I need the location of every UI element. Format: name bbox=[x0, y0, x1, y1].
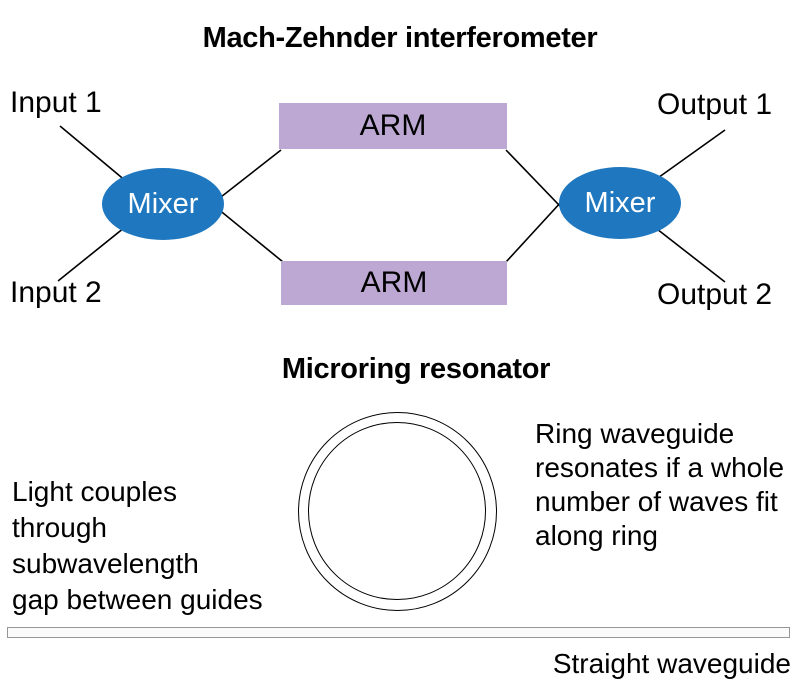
resonance-note-line: along ring bbox=[535, 520, 658, 551]
ring-waveguide-inner-circle bbox=[308, 422, 486, 600]
coupling-note-line: subwavelength bbox=[12, 548, 199, 579]
wire-mixer-left-to-arm-top bbox=[211, 149, 282, 205]
mixer-left-label: Mixer bbox=[127, 187, 199, 220]
mixer-right-label: Mixer bbox=[584, 186, 656, 219]
ring-waveguide-outer-circle bbox=[298, 412, 497, 611]
straight-waveguide-bar bbox=[7, 627, 790, 638]
coupling-note-line: gap between guides bbox=[12, 584, 263, 615]
coupling-note-line: Light couples bbox=[12, 476, 178, 507]
resonance-note-line: number of waves fit bbox=[535, 486, 778, 517]
wire-mixer-right-to-output2 bbox=[647, 221, 726, 283]
arm-top-box: ARM bbox=[279, 103, 507, 149]
wire-mixer-left-to-arm-bottom bbox=[211, 203, 284, 263]
arm-top-label: ARM bbox=[359, 109, 427, 142]
straight-waveguide-label: Straight waveguide bbox=[552, 648, 791, 679]
mixer-right-ellipse: Mixer bbox=[559, 167, 681, 239]
input1-label: Input 1 bbox=[10, 86, 102, 119]
coupling-note: Light couples through subwavelength gap … bbox=[12, 474, 263, 618]
resonance-note: Ring waveguide resonates if a whole numb… bbox=[535, 417, 784, 553]
arm-bottom-label: ARM bbox=[360, 266, 428, 299]
mach-zehnder-title: Mach-Zehnder interferometer bbox=[202, 22, 598, 54]
microring-title: Microring resonator bbox=[281, 353, 551, 385]
output2-label: Output 2 bbox=[657, 278, 773, 311]
resonance-note-line: resonates if a whole bbox=[535, 452, 785, 483]
arm-bottom-box: ARM bbox=[281, 261, 507, 305]
input2-label: Input 2 bbox=[10, 276, 102, 309]
output1-label: Output 1 bbox=[657, 88, 773, 121]
mixer-left-ellipse: Mixer bbox=[102, 168, 224, 240]
coupling-note-line: through bbox=[12, 512, 107, 543]
resonance-note-line: Ring waveguide bbox=[535, 418, 735, 449]
